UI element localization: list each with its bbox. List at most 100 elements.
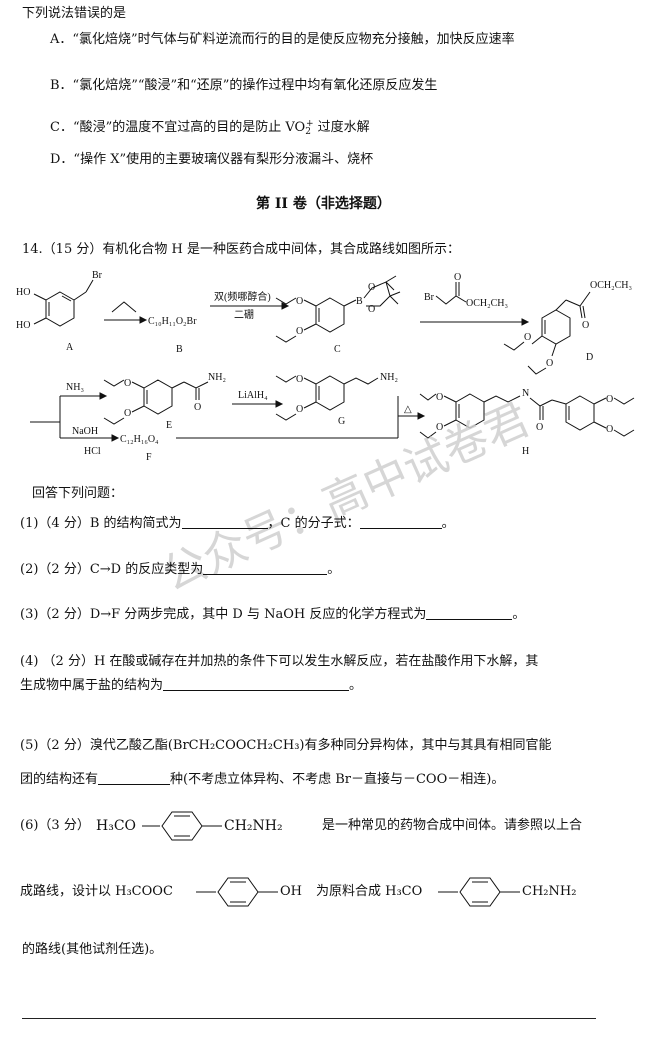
q2-text-b: 。: [327, 562, 341, 577]
label-f: F: [146, 452, 152, 463]
q6-tail: 是一种常见的药物合成中间体。请参照以上合: [322, 818, 583, 833]
question-14: 14.（15 分）有机化合物 H 是一种医药合成中间体，其合成路线如图所示：: [22, 242, 460, 257]
q1-blank-2[interactable]: [359, 516, 442, 529]
q1-text-c: 。: [441, 516, 455, 531]
reagent-2-o: O: [454, 272, 461, 283]
question-3: (3)（2 分）D→F 分两步完成，其中 D 与 NaOH 反应的化学方程式为 。: [20, 607, 525, 623]
label-g: G: [338, 416, 345, 427]
option-c-sup: +: [305, 119, 314, 129]
q6-line3: 的路线(其他试剂任选)。: [22, 942, 163, 957]
h-o-r1: O: [606, 394, 613, 405]
g-nh2: NH₂: [380, 372, 398, 383]
answer-intro: 回答下列问题：: [32, 486, 124, 501]
reagent-naoh: NaOH: [72, 426, 98, 437]
a-br: Br: [92, 270, 103, 281]
label-c: C: [334, 344, 341, 355]
q5-text-d: 种(不考虑立体异构、不考虑 Br－直接与－COO－相连)。: [170, 772, 505, 787]
e-o-1: O: [124, 378, 131, 389]
bottom-rule: [22, 1018, 596, 1019]
label-h: H: [522, 446, 529, 457]
d-o-carbonyl: O: [582, 320, 589, 331]
q3-blank[interactable]: [426, 607, 513, 620]
question-5-line-2: 团的结构还有 种(不考虑立体异构、不考虑 Br－直接与－COO－相连)。: [20, 772, 504, 788]
e-o-2: O: [124, 408, 131, 419]
arrow-c-to-d: Br O OCH₂CH₃: [420, 272, 530, 326]
branch-lines: NH₃ NaOH HCl C₁₂H₁₆O₄ F: [30, 382, 159, 463]
compound-g: NH₂ O O G: [275, 372, 398, 427]
g-o-1: O: [296, 374, 303, 385]
q6-left-group: H₃CO: [96, 818, 137, 834]
q6-line2-oh: OH: [280, 884, 302, 899]
question-4-line-1: (4) （2 分）H 在酸或碱存在并加热的条件下可以发生水解反应，若在盐酸作用下…: [20, 654, 539, 669]
d-o-2: O: [546, 358, 553, 369]
label-a: A: [66, 342, 74, 353]
q4-text-a: 生成物中属于盐的结构为: [20, 678, 164, 693]
q2-text-a: (2)（2 分）C→D 的反应类型为: [20, 562, 204, 577]
merge-lines: △: [176, 396, 426, 439]
q6-right-group: CH₂NH₂: [224, 818, 283, 834]
h-o-l1: O: [436, 392, 443, 403]
question-4-line-2: 生成物中属于盐的结构为 。: [20, 678, 362, 694]
option-c: C．“酸浸”的温度不宜过高的目的是防止 VO2+ 过度水解: [50, 116, 370, 140]
reagent-lialh4: LiAlH₄: [238, 390, 268, 401]
question-intro: 下列说法错误的是: [22, 6, 127, 21]
q3-text-a: (3)（2 分）D→F 分两步完成，其中 D 与 NaOH 反应的化学方程式为: [20, 607, 427, 622]
q1-blank-1[interactable]: [181, 516, 268, 529]
q1-text-b: ，C 的分子式：: [267, 516, 360, 531]
delta: △: [404, 404, 412, 415]
formula-b: C₁₀H₁₁O₂Br: [148, 316, 197, 327]
q6-label: (6)（3 分）: [20, 818, 90, 833]
option-c-tail: 过度水解: [313, 120, 370, 135]
compound-d: O OCH₂CH₃ O O D: [503, 280, 632, 375]
formula-f: C₁₂H₁₆O₄: [120, 434, 159, 445]
option-b: B．“氯化焙烧”“酸浸”和“还原”的操作过程中均有氧化还原反应发生: [50, 78, 438, 93]
q4-text-b: 。: [349, 678, 363, 693]
reagent-1a: 双(频哪醇合): [214, 290, 271, 303]
q2-blank[interactable]: [203, 562, 328, 575]
reagent-hcl: HCl: [84, 446, 101, 457]
reagent-1b: 二硼: [234, 309, 254, 321]
option-d: D．“操作 X”使用的主要玻璃仪器有梨形分液漏斗、烧杯: [50, 152, 374, 167]
c-boron: B: [356, 296, 363, 307]
question-2: (2)（2 分）C→D 的反应类型为 。: [20, 562, 340, 578]
section-title: 第 II 卷（非选择题）: [256, 196, 391, 212]
label-d: D: [586, 352, 593, 363]
reagent-2-ester: OCH₂CH₃: [466, 298, 508, 309]
e-nh2: NH₂: [208, 372, 226, 383]
d-o-1: O: [524, 332, 531, 343]
a-ho-1: HO: [16, 287, 30, 298]
compound-c: B O O O O C: [275, 275, 401, 355]
compound-e: O NH₂ O O E: [103, 372, 226, 431]
c-o-2: O: [368, 304, 375, 315]
arrow-a-to-b: [104, 301, 148, 324]
q4-blank[interactable]: [163, 678, 350, 691]
h-o: O: [536, 422, 543, 433]
c-o-4: O: [296, 326, 303, 337]
label-b: B: [176, 344, 183, 355]
h-o-r2: O: [606, 424, 613, 435]
c-o-3: O: [296, 296, 303, 307]
q5-formula: BrCH₂COOCH₂CH₃: [172, 738, 300, 753]
question-1: (1)（4 分）B 的结构简式为 ，C 的分子式： 。: [20, 516, 455, 532]
synthesis-scheme: Br HO HO A C₁₀H₁₁O₂Br B 双(频哪醇合) 二硼 B O O…: [16, 270, 635, 463]
q5-blank[interactable]: [98, 772, 171, 785]
reagent-2-br: Br: [424, 292, 435, 303]
q6-line2-end: CH₂NH₂: [522, 884, 577, 899]
q6-line2-mid: 为原料合成 H₃CO: [316, 884, 423, 899]
q6-line2-pre: 成路线，设计以 H₃COOC: [20, 884, 173, 899]
option-c-sub: 2: [305, 127, 311, 137]
e-o: O: [194, 402, 201, 413]
q5-text-c: 团的结构还有: [20, 772, 99, 787]
q5-text-a: (5)（2 分）溴代乙酸乙酯(: [20, 738, 173, 753]
q3-text-b: 。: [512, 607, 526, 622]
option-c-text: C．“酸浸”的温度不宜过高的目的是防止 VO: [50, 120, 306, 135]
option-a: A．“氯化焙烧”时气体与矿料逆流而行的目的是使反应物充分接触，加快反应速率: [50, 32, 515, 47]
arrow-e-to-g: LiAlH₄: [232, 390, 284, 408]
reagent-nh3: NH₃: [66, 382, 84, 393]
label-e: E: [166, 420, 172, 431]
arrow-b-to-c: 双(频哪醇合) 二硼: [210, 290, 290, 321]
q1-text-a: (1)（4 分）B 的结构简式为: [20, 516, 182, 531]
q6-benzene-1: [142, 811, 222, 841]
g-o-2: O: [296, 404, 303, 415]
q6-benzene-2: [196, 877, 278, 907]
